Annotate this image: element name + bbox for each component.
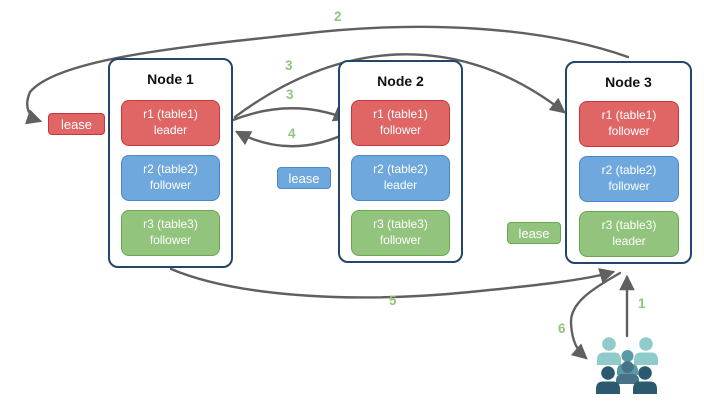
- replica-role: follower: [149, 178, 192, 192]
- arrow-3-short-path: [231, 106, 350, 122]
- replica-role: leader: [612, 234, 646, 248]
- node-2-replica-r2: r2 (table2) leader: [351, 155, 450, 201]
- replica-role: leader: [153, 123, 188, 137]
- replica-name: r3 (table3): [373, 217, 428, 232]
- replica-role: follower: [608, 124, 650, 138]
- lease-label: lease: [288, 170, 320, 186]
- replica-role: follower: [379, 123, 422, 137]
- replica-name: r1 (table1): [143, 107, 198, 122]
- node-3-replica-r3: r3 (table3) leader: [579, 211, 679, 257]
- replica-name: r3 (table3): [143, 217, 198, 232]
- flow-label-2: 2: [334, 9, 342, 24]
- replica-name: r1 (table1): [601, 108, 657, 123]
- node-3-replica-r1: r1 (table1) follower: [579, 101, 679, 147]
- node-3-replica-r2: r2 (table2) follower: [579, 156, 679, 202]
- flow-label-6: 6: [558, 321, 566, 336]
- replica-name: r2 (table2): [143, 162, 198, 177]
- lease-badge-green: lease: [507, 222, 561, 244]
- node-2-title: Node 2: [377, 73, 424, 89]
- replica-role: follower: [379, 233, 422, 247]
- replica-name: r2 (table2): [373, 162, 428, 177]
- replica-role: follower: [608, 179, 650, 193]
- flow-label-4: 4: [288, 126, 296, 141]
- replica-role: follower: [149, 233, 192, 247]
- lease-label: lease: [518, 225, 550, 241]
- lease-label: lease: [60, 116, 93, 132]
- node-2-panel: Node 2 r1 (table1) follower r2 (table2) …: [338, 60, 463, 263]
- replica-name: r1 (table1): [373, 107, 428, 122]
- node-2-replica-r1: r1 (table1) follower: [351, 100, 450, 146]
- lease-badge-blue: lease: [277, 167, 331, 189]
- node-2-replica-r3: r3 (table3) follower: [351, 210, 450, 256]
- node-1-replica-r2: r2 (table2) follower: [121, 155, 220, 201]
- replica-role: leader: [383, 178, 418, 192]
- node-1-replica-r1: r1 (table1) leader: [121, 100, 220, 146]
- replica-name: r2 (table2): [601, 163, 657, 178]
- flow-label-3-long: 3: [285, 58, 293, 73]
- node-1-title: Node 1: [147, 71, 194, 87]
- flow-label-3-short: 3: [286, 87, 294, 102]
- node-3-title: Node 3: [605, 74, 652, 90]
- lease-badge-red: lease: [48, 113, 105, 135]
- replica-name: r3 (table3): [601, 218, 657, 233]
- node-1-panel: Node 1 r1 (table1) leader r2 (table2) fo…: [108, 58, 233, 268]
- flow-label-5: 5: [389, 293, 397, 308]
- node-3-panel: Node 3 r1 (table1) follower r2 (table2) …: [565, 61, 692, 264]
- node-1-replica-r3: r3 (table3) follower: [121, 210, 220, 256]
- users-group-icon: [596, 337, 658, 394]
- flow-label-1: 1: [638, 296, 646, 311]
